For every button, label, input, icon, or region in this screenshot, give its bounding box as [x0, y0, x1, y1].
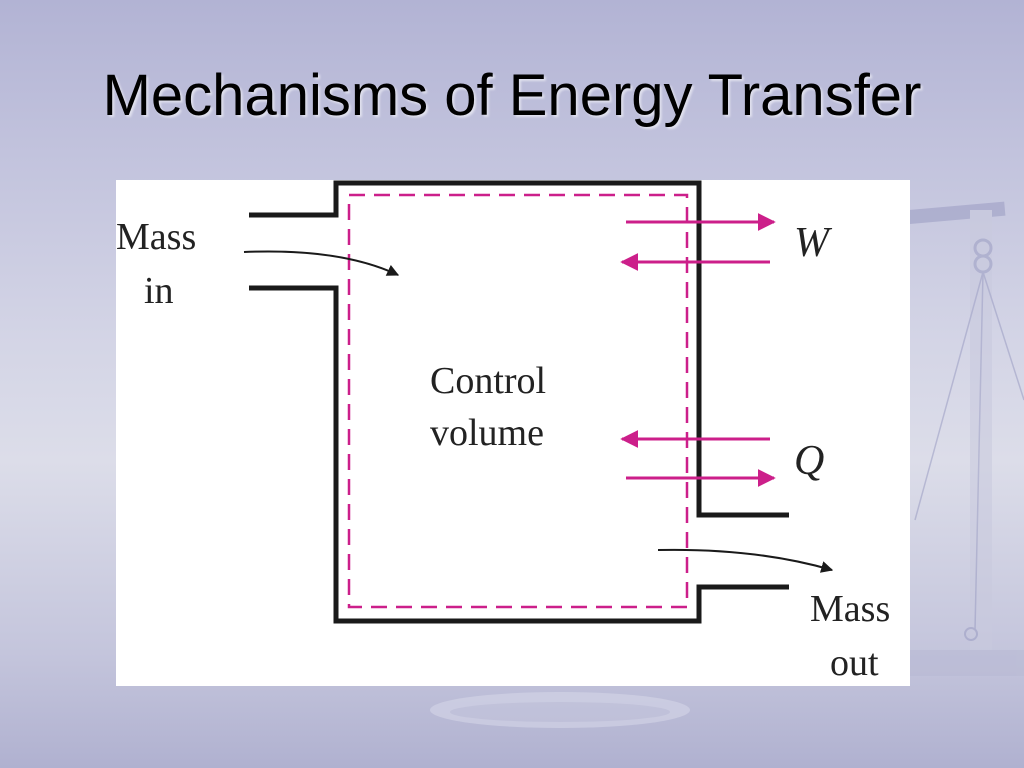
control-volume-diagram: [243, 180, 834, 624]
heat-label: Q: [794, 438, 825, 484]
mass-in-label-line2: in: [144, 270, 174, 312]
control-volume-label-line1: Control: [430, 360, 547, 402]
mass-out-label-line2: out: [830, 642, 879, 684]
mass-in-arrow: [243, 250, 400, 276]
mass-in-label-line1: Mass: [116, 216, 197, 258]
control-volume-figure: Mass in Control volume W Q Mass out: [116, 180, 910, 686]
work-label: W: [794, 220, 829, 266]
mass-out-arrow: [657, 548, 834, 573]
control-volume-label-line2: volume: [430, 412, 544, 454]
container-wall: [249, 180, 789, 624]
slide-title: Mechanisms of Energy Transfer: [102, 63, 922, 128]
mass-out-label-line1: Mass: [810, 588, 891, 630]
